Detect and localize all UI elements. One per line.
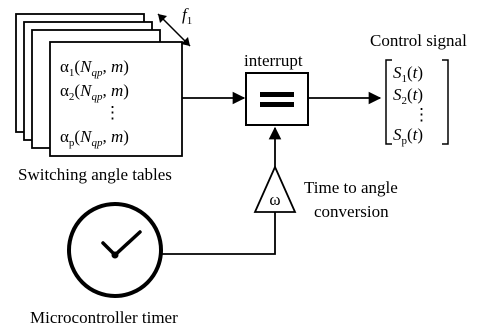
- signal-sp: Sp(t): [393, 125, 423, 147]
- gain-label-line1: Time to angle: [304, 178, 398, 197]
- interrupt-box: [245, 72, 309, 126]
- interrupt-equals-bar-top: [260, 92, 294, 97]
- angle-row-2: α2(Nqp, m): [60, 81, 129, 103]
- signals-ellipsis: ⋮: [413, 105, 430, 124]
- control-signal-vector: Control signal S1(t) S2(t) ⋮ Sp(t): [370, 31, 467, 147]
- frequency-arrow-head-end: [181, 37, 190, 46]
- angle-row-1: α1(Nqp, m): [60, 57, 129, 79]
- angle-row-p: αp(Nqp, m): [60, 127, 129, 149]
- gain-block: ω Time to angle conversion: [253, 164, 398, 221]
- signal-s1: S1(t): [393, 63, 423, 85]
- gain-label-line2: conversion: [314, 202, 389, 221]
- clock-minute-hand: [113, 230, 142, 257]
- timer-to-gain-line: [162, 212, 276, 255]
- clock-face: [67, 202, 163, 298]
- clock-icon: [67, 202, 163, 298]
- control-signal-title: Control signal: [370, 31, 467, 50]
- interrupt-label: interrupt: [244, 51, 303, 70]
- interrupt-block: interrupt: [244, 51, 309, 126]
- frequency-label: f1: [182, 5, 192, 27]
- vector-bracket-left: [385, 59, 392, 145]
- timer-caption: Microcontroller timer: [30, 308, 178, 327]
- vector-bracket-right: [442, 59, 449, 145]
- angle-rows-ellipsis: ⋮: [104, 103, 121, 122]
- switching-angle-tables-stack: f1 α1(Nqp, m) α2(Nqp, m) ⋮ αp(Nqp, m) Sw…: [15, 5, 192, 184]
- tables-caption: Switching angle tables: [18, 165, 172, 184]
- gain-omega-symbol: ω: [269, 190, 280, 209]
- table-page-front: [49, 41, 183, 157]
- clock-center: [111, 251, 119, 259]
- frequency-arrow-head-start: [158, 14, 167, 23]
- interrupt-equals-bar-bottom: [260, 102, 294, 107]
- signal-s2: S2(t): [393, 85, 423, 107]
